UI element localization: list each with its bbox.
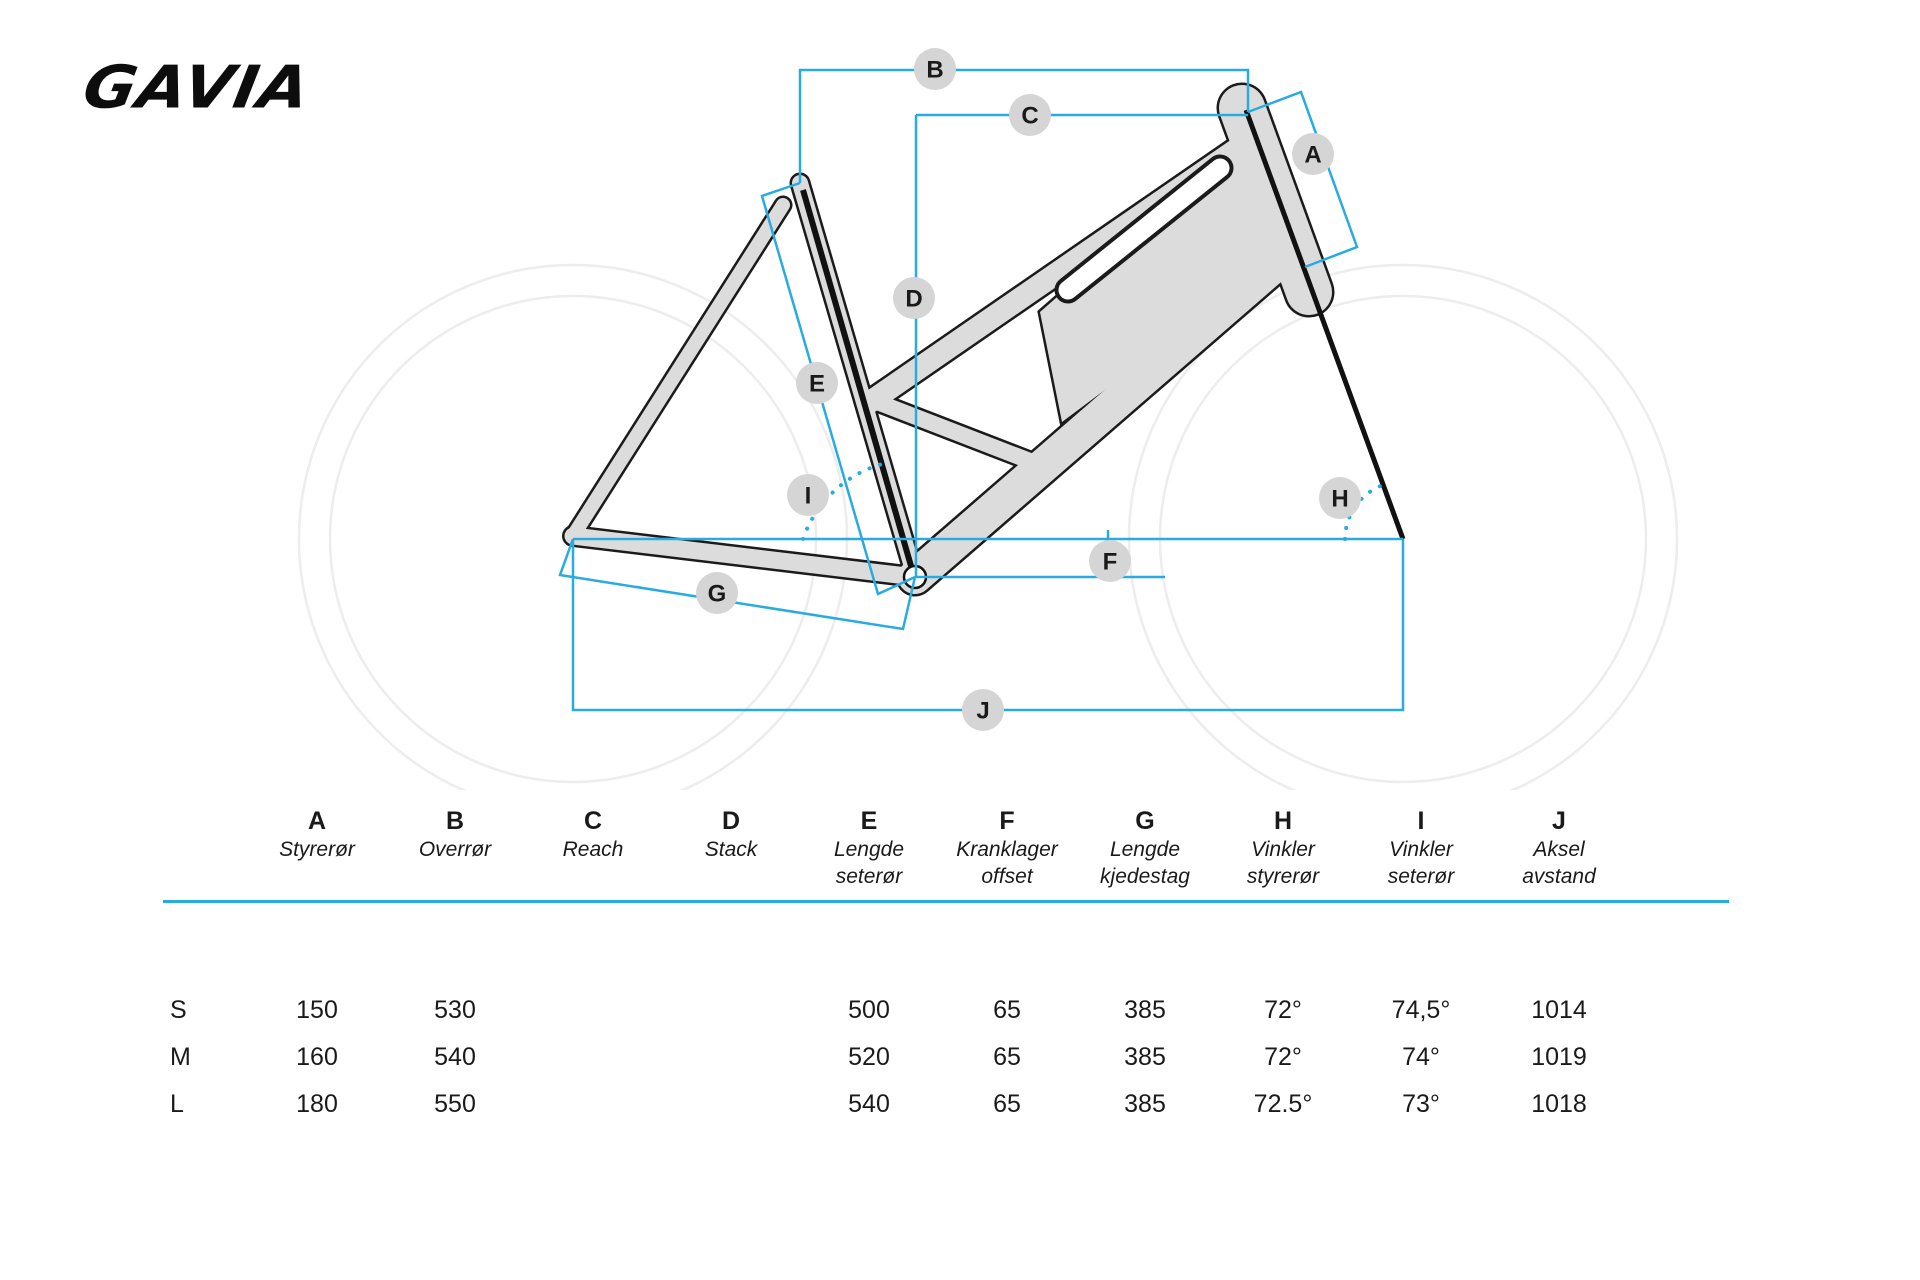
fork-steerer-line (1243, 109, 1406, 540)
seatpost-line (800, 189, 914, 567)
cell-M-H: 72° (1264, 1043, 1302, 1071)
size-label: M (170, 1043, 191, 1071)
dimension-badges: A B C D E F G H I J (696, 48, 1361, 731)
column-name: Reach (562, 838, 624, 861)
dim-badge-F: F (1089, 540, 1131, 582)
cell-L-A: 180 (296, 1090, 338, 1118)
cell-S-J: 1014 (1531, 996, 1587, 1024)
svg-text:F: F (1103, 549, 1118, 576)
column-name: Lengde kjedestag (1100, 838, 1190, 888)
size-label: S (170, 996, 187, 1024)
dim-badge-H: H (1319, 477, 1361, 519)
dim-badge-C: C (1009, 94, 1051, 136)
cell-S-F: 65 (993, 996, 1021, 1024)
dim-badge-B: B (914, 48, 956, 90)
svg-text:E: E (809, 371, 825, 398)
column-name: Overrør (418, 838, 492, 861)
cell-L-H: 72.5° (1253, 1090, 1313, 1118)
column-letter: C (583, 807, 603, 835)
table-corner-cell (163, 806, 248, 890)
column-header-D: D Stack (662, 806, 800, 890)
cell-L-G: 385 (1124, 1090, 1166, 1118)
dim-line-A (1247, 90, 1359, 269)
column-header-C: C Reach (524, 806, 662, 890)
table-row-size-L: L 180 550 540 65 385 72.5° 73° 1018 (163, 1081, 1729, 1128)
cell-L-B: 550 (434, 1090, 476, 1118)
cell-M-I: 74° (1402, 1043, 1440, 1071)
cell-S-E: 500 (848, 996, 890, 1024)
dim-arc-I (801, 462, 884, 541)
column-name: Lengde seterør (833, 838, 905, 888)
svg-text:A: A (1304, 142, 1321, 169)
cell-S-I: 74,5° (1391, 996, 1451, 1024)
column-name: Stack (704, 838, 758, 861)
cell-L-J: 1018 (1531, 1090, 1587, 1118)
head-gusset-slot (1054, 154, 1234, 304)
cell-L-F: 65 (993, 1090, 1021, 1118)
svg-text:J: J (976, 698, 989, 725)
column-name: Styrerør (279, 838, 355, 861)
column-name: Kranklager offset (956, 838, 1058, 888)
column-name: Aksel avstand (1522, 838, 1596, 888)
column-header-I: I Vinkler seterør (1352, 806, 1490, 890)
table-header-rule (163, 900, 1729, 903)
table-row-size-M: M 160 540 520 65 385 72° 74° 1019 (163, 1034, 1729, 1081)
geometry-table: A Styrerør B Overrør C Reach D Stack E Lengde set… (163, 806, 1729, 1128)
cell-S-A: 150 (296, 996, 338, 1024)
bike-geometry-diagram: A B C D E F G H I J (297, 48, 1679, 790)
dim-badge-G: G (696, 572, 738, 614)
svg-text:I: I (805, 483, 812, 510)
cell-M-B: 540 (434, 1043, 476, 1071)
cell-S-H: 72° (1264, 996, 1302, 1024)
column-letter: A (307, 807, 327, 835)
table-header-row: A Styrerør B Overrør C Reach D Stack E Lengde set… (163, 806, 1729, 890)
frame-axis-lines (800, 109, 1406, 567)
column-name: Vinkler seterør (1387, 838, 1455, 888)
cell-M-G: 385 (1124, 1043, 1166, 1071)
dim-line-J (571, 539, 1405, 712)
column-letter: F (999, 807, 1015, 835)
dim-badge-D: D (893, 277, 935, 319)
cell-M-F: 65 (993, 1043, 1021, 1071)
column-header-G: G Lengde kjedestag (1076, 806, 1214, 890)
svg-text:H: H (1331, 486, 1348, 513)
column-name: Vinkler styrerør (1246, 838, 1320, 888)
dim-badge-J: J (962, 689, 1004, 731)
dim-badge-A: A (1292, 133, 1334, 175)
cell-M-E: 520 (848, 1043, 890, 1071)
svg-text:D: D (905, 286, 922, 313)
size-label: L (170, 1090, 184, 1118)
column-letter: J (1552, 807, 1566, 835)
dim-badge-I: I (787, 474, 829, 516)
column-header-F: F Kranklager offset (938, 806, 1076, 890)
cell-S-B: 530 (434, 996, 476, 1024)
svg-text:C: C (1021, 103, 1038, 130)
column-header-A: A Styrerør (248, 806, 386, 890)
column-letter: I (1417, 807, 1425, 835)
column-header-J: J Aksel avstand (1490, 806, 1628, 890)
svg-text:B: B (926, 57, 943, 84)
dim-badge-E: E (796, 362, 838, 404)
column-letter: G (1135, 807, 1155, 835)
cell-L-I: 73° (1402, 1090, 1440, 1118)
dim-line-B (798, 68, 1250, 183)
cell-M-J: 1019 (1531, 1043, 1587, 1071)
column-letter: H (1273, 807, 1293, 835)
column-header-E: E Lengde seterør (800, 806, 938, 890)
column-letter: E (860, 807, 878, 835)
table-row-size-S: S 150 530 500 65 385 72° 74,5° 1014 (163, 987, 1729, 1034)
svg-text:G: G (708, 581, 727, 608)
column-letter: B (445, 807, 465, 835)
column-header-B: B Overrør (386, 806, 524, 890)
column-header-H: H Vinkler styrerør (1214, 806, 1352, 890)
cell-M-A: 160 (296, 1043, 338, 1071)
column-letter: D (721, 807, 741, 835)
cell-L-E: 540 (848, 1090, 890, 1118)
cell-S-G: 385 (1124, 996, 1166, 1024)
